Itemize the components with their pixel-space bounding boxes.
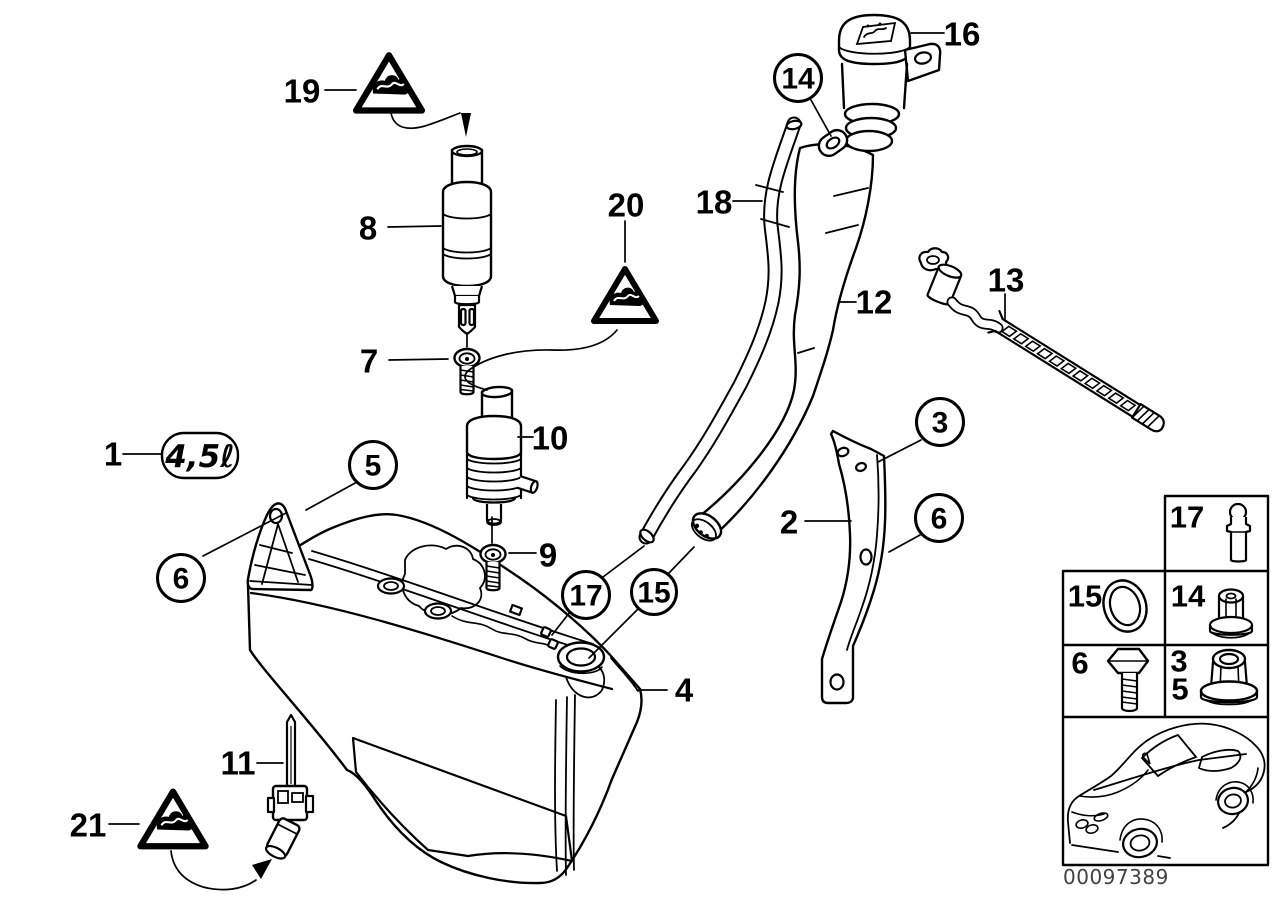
svg-text:15: 15 bbox=[637, 577, 670, 610]
inset-label-6: 6 bbox=[1071, 646, 1088, 681]
callout-21: 21 bbox=[70, 807, 107, 844]
pin-icon bbox=[1225, 502, 1252, 563]
warning-triangle-21 bbox=[140, 792, 205, 847]
filler-opening-seal bbox=[556, 641, 606, 675]
inset-label-14: 14 bbox=[1171, 579, 1206, 614]
callout-4: 4 bbox=[675, 672, 694, 709]
filler-hose bbox=[690, 142, 875, 542]
hex-bolt-icon bbox=[1106, 647, 1150, 713]
intensive-washer-pump bbox=[465, 385, 539, 526]
callout-10: 10 bbox=[532, 420, 569, 457]
capacity-badge: 4,5ℓ bbox=[160, 431, 240, 480]
cap-nut-icon bbox=[1208, 588, 1254, 639]
level-sensor bbox=[264, 713, 315, 860]
hose-clip bbox=[540, 626, 552, 638]
svg-text:5: 5 bbox=[365, 450, 382, 483]
grommet-eyelet bbox=[817, 128, 849, 158]
hose-clamp bbox=[690, 512, 723, 542]
callout-20: 20 bbox=[608, 187, 645, 224]
callout-circle-6-right: 6 bbox=[914, 493, 964, 543]
callout-circle-6-left: 6 bbox=[156, 553, 206, 603]
washer-symbol-icon bbox=[855, 21, 897, 46]
vent-hose bbox=[638, 116, 803, 545]
callout-7: 7 bbox=[360, 343, 378, 380]
arrowhead bbox=[461, 113, 471, 137]
callout-13: 13 bbox=[988, 262, 1025, 299]
callout-18: 18 bbox=[696, 184, 733, 221]
car-thumbnail bbox=[1066, 722, 1266, 859]
filler-neck bbox=[837, 13, 942, 153]
diagram-number: 00097389 bbox=[1063, 865, 1169, 889]
holder-bracket bbox=[820, 429, 887, 705]
flange-nut-icon bbox=[1199, 648, 1259, 706]
callout-11: 11 bbox=[221, 745, 256, 782]
pump-seat-grommet bbox=[376, 577, 406, 595]
pump-seat-grommet bbox=[423, 602, 453, 620]
warning-triangle-20 bbox=[594, 269, 656, 321]
cable-strap bbox=[918, 247, 1165, 433]
callout-9: 9 bbox=[539, 537, 557, 574]
callout-circle-3: 3 bbox=[915, 397, 965, 447]
callout-8: 8 bbox=[359, 210, 377, 247]
reservoir-tank bbox=[246, 513, 643, 885]
callout-1: 1 bbox=[104, 436, 122, 473]
capacity-value: 4,5ℓ bbox=[164, 439, 235, 475]
inset-label-3: 3 bbox=[1170, 644, 1187, 679]
inset-panel: 17 15 14 6 3 5 bbox=[1061, 494, 1270, 867]
svg-text:3: 3 bbox=[932, 407, 949, 440]
inset-label-15: 15 bbox=[1068, 579, 1102, 614]
callout-circle-17: 17 bbox=[561, 570, 611, 620]
inset-label-17: 17 bbox=[1170, 500, 1204, 535]
arrowhead bbox=[252, 859, 272, 879]
svg-text:14: 14 bbox=[781, 63, 815, 96]
callout-2: 2 bbox=[780, 504, 798, 541]
inset-label-5: 5 bbox=[1171, 672, 1188, 707]
washer-pump bbox=[441, 144, 493, 336]
callout-12: 12 bbox=[856, 284, 893, 321]
svg-text:6: 6 bbox=[931, 503, 948, 536]
callout-circle-15: 15 bbox=[630, 568, 678, 616]
svg-text:17: 17 bbox=[569, 580, 602, 613]
leader-lines bbox=[108, 32, 1006, 891]
callout-circle-14: 14 bbox=[773, 53, 823, 103]
callout-circle-5: 5 bbox=[348, 440, 398, 490]
callout-16: 16 bbox=[944, 16, 981, 53]
seal-ring-icon bbox=[1102, 579, 1148, 633]
warning-triangle-19 bbox=[356, 55, 422, 110]
svg-text:6: 6 bbox=[173, 563, 190, 596]
callout-19: 19 bbox=[284, 73, 321, 110]
